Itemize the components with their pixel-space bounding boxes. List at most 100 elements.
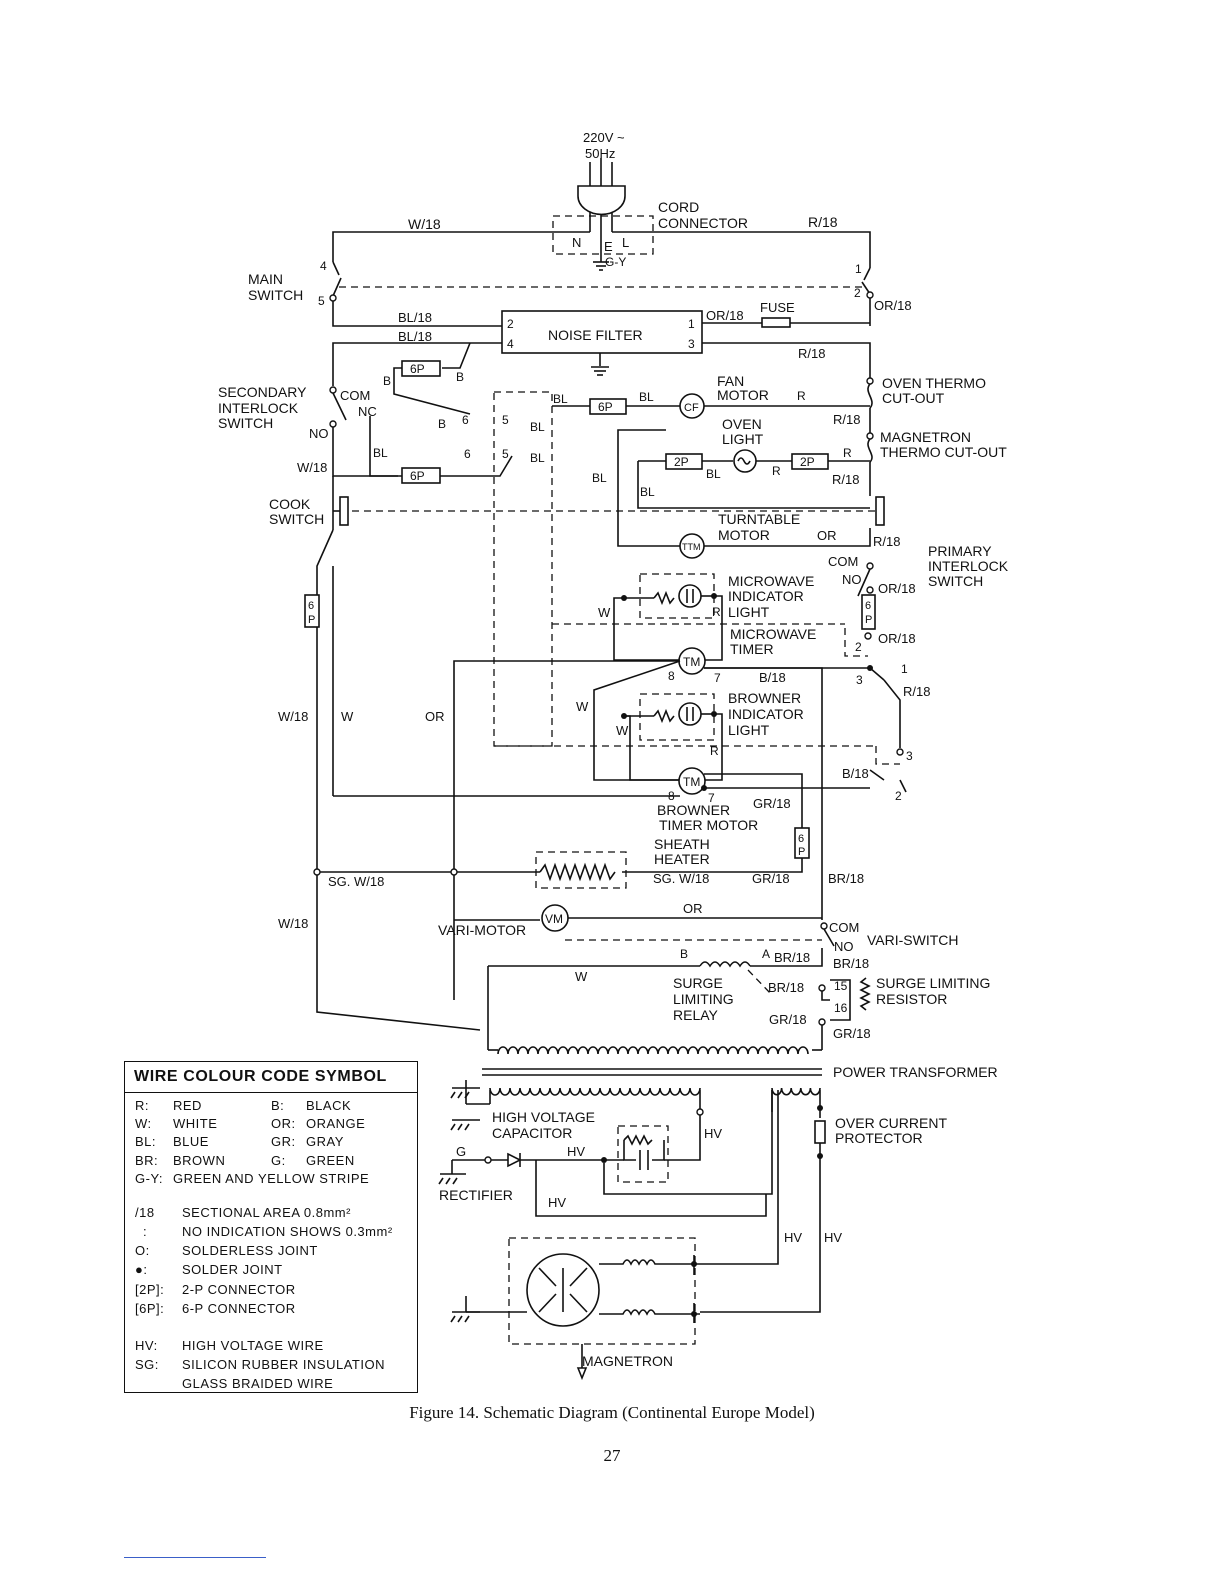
sec-com-terminal [329,386,337,394]
ground-icon-c [438,1160,466,1185]
transformer-primary-coil [497,1046,809,1055]
browner-indicator-outline [639,693,715,741]
legend-key: G-Y: [135,1171,164,1186]
relay-contact-link [821,991,830,1001]
r18-bus [702,342,871,378]
hv-sec-terminal [696,1108,704,1116]
mag-thermo-terminal [866,432,874,440]
cord-connector-label-2: CONNECTOR [658,215,748,231]
mag-vane-d [569,1293,588,1313]
legend-key: BR: [135,1153,159,1168]
relay-coil-icon [699,961,751,968]
gr18-heater: GR/18 [752,871,790,886]
connector-2p-a-label: 2P [674,455,689,469]
bl-bus [332,342,502,386]
or18-fuse: OR/18 [706,308,744,323]
cf-label: CF [684,402,699,414]
a-relay: A [762,947,770,961]
transformer-secondary-coil [489,1087,701,1096]
fan-motor-label-1: FAN [717,373,744,389]
secondary-relay-outline [493,391,553,747]
earth-terminal-label: E [604,239,613,254]
timer-w-bus [453,660,680,1000]
oven-light-label-1: OVEN [722,416,762,432]
terminal-1-main: 1 [855,262,862,276]
primary-switch-terminal [864,632,872,640]
bl-to-6p-wire [442,342,471,369]
nf-terminal-4: 4 [507,337,514,351]
br-resistor-icon [653,708,675,724]
terminal-5-main: 5 [318,294,325,308]
resistor-leads [830,979,851,1021]
bl-fan-label: BL [639,390,654,404]
hv-label-a: HV [704,1126,722,1141]
nf-terminal-3: 3 [688,337,695,351]
r18-bus-label: R/18 [798,346,825,361]
w18-left-mid: W/18 [278,709,308,724]
br18-relay-b: BR/18 [833,956,869,971]
sgw18-left: SG. W/18 [328,874,384,889]
cook-switch-label-1: COOK [269,496,311,512]
g-rectifier: G [456,1144,466,1159]
r18-mw-right [883,679,901,748]
p6-left-p: P [308,614,315,626]
com-secondary: COM [340,388,370,403]
fuse-icon [761,317,791,328]
power-transformer-label: POWER TRANSFORMER [833,1064,998,1080]
mag-thermo-label-1: MAGNETRON [880,429,971,445]
r-light-label: R [772,464,781,478]
main-switch-label-2: SWITCH [248,287,303,303]
bl-light-label: BL [706,467,721,481]
neutral-terminal-label: N [572,235,581,250]
gr18-relay: GR/18 [769,1012,807,1027]
primary-label-2: INTERLOCK [928,558,1009,574]
hv-label-d: HV [784,1230,802,1245]
tm-br-label: TM [683,775,700,789]
mw-indicator-label-3: LIGHT [728,604,770,620]
br-switch-terminal [896,748,904,756]
br-switch-blade [869,769,885,781]
vari-motor-label: VARI-MOTOR [438,922,526,938]
legend-value: NO INDICATION SHOWS 0.3mm² [182,1224,393,1239]
browner-timer-label-2: TIMER MOTOR [659,817,758,833]
surge-resistor-label-2: RESISTOR [876,991,947,1007]
secondary-interlock-label-3: SWITCH [218,415,273,431]
r18-top: R/18 [808,214,838,230]
br-switch-lead [899,779,907,793]
ground-icon-b [450,1119,480,1131]
b-label-c: B [438,417,446,431]
mag-vane-a [538,1267,557,1287]
term-6-a: 6 [462,413,469,427]
legend-value: SILICON RUBBER INSULATION [182,1357,385,1372]
sgw18-right: SG. W/18 [653,871,709,886]
mag-joint-a [691,1261,697,1267]
term-5-a: 5 [502,413,509,427]
t1-mw: 1 [901,662,908,676]
magnetron-choke-a [599,1259,700,1266]
mw-indicator-label-1: MICROWAVE [728,573,814,589]
noise-filter [501,310,703,354]
mag-vane-c [538,1293,557,1313]
ttm-label: TTM [682,542,701,552]
turntable-or-wire [704,528,871,547]
legend-value: GRAY [306,1134,344,1149]
magnetron-label: MAGNETRON [582,1353,673,1369]
relay-coil-return [750,948,823,967]
w-left-mid: W [341,709,354,724]
bl-label-sec: BL [373,446,388,460]
connector-6p-b-label: 6P [410,469,425,483]
br18-rail [704,667,823,920]
primary-label-1: PRIMARY [928,543,992,559]
gy-label: G-Y [605,255,626,269]
r18-thermo: R/18 [833,412,860,427]
no-primary: NO [842,572,862,587]
t8-mw: 8 [668,669,675,683]
hv-mid-wire [700,1090,779,1265]
sheath-heater-label-1: SHEATH [654,836,710,852]
bl18-lower: BL/18 [398,329,432,344]
figure-caption: Figure 14. Schematic Diagram (Continenta… [409,1403,815,1422]
t7-br: 7 [708,791,715,805]
p6-primary-6: 6 [865,600,871,612]
br18-heater: BR/18 [828,871,864,886]
hv-cap-return [603,1090,773,1195]
